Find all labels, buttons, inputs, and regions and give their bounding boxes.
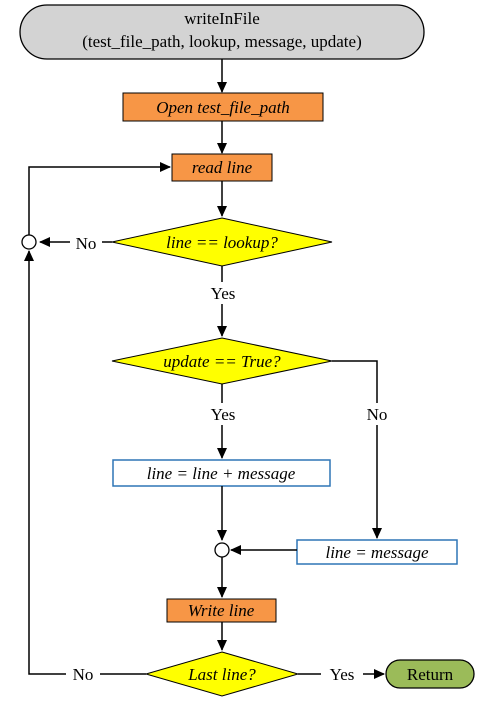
- write-line-label: Write line: [188, 601, 255, 620]
- label-yes-lookup: Yes: [211, 284, 236, 303]
- return-terminal: [385, 659, 475, 689]
- assign-append: [112, 459, 331, 487]
- return-label: Return: [407, 665, 454, 684]
- open-file-label: Open test_file_path: [156, 98, 290, 117]
- loop-junction: [21, 234, 37, 250]
- label-yes-update: Yes: [211, 405, 236, 424]
- label-no-last: No: [73, 665, 94, 684]
- assign-replace: [296, 539, 458, 565]
- open-file-step: [122, 92, 324, 122]
- merge-junction: [214, 542, 230, 558]
- label-no-update: No: [367, 405, 388, 424]
- read-line-label: read line: [192, 158, 253, 177]
- decision-last-line-label: Last line?: [187, 665, 256, 684]
- decision-lookup-label: line == lookup?: [166, 233, 278, 252]
- decision-update-label: update == True?: [163, 352, 281, 371]
- label-no-lookup: No: [76, 234, 97, 253]
- decision-last-line: [144, 651, 300, 697]
- start-params: (test_file_path, lookup, message, update…: [82, 32, 361, 51]
- assign-append-label: line = line + message: [147, 464, 296, 483]
- label-yes-last: Yes: [330, 665, 355, 684]
- start-title: writeInFile: [184, 9, 260, 28]
- assign-replace-label: line = message: [325, 543, 429, 562]
